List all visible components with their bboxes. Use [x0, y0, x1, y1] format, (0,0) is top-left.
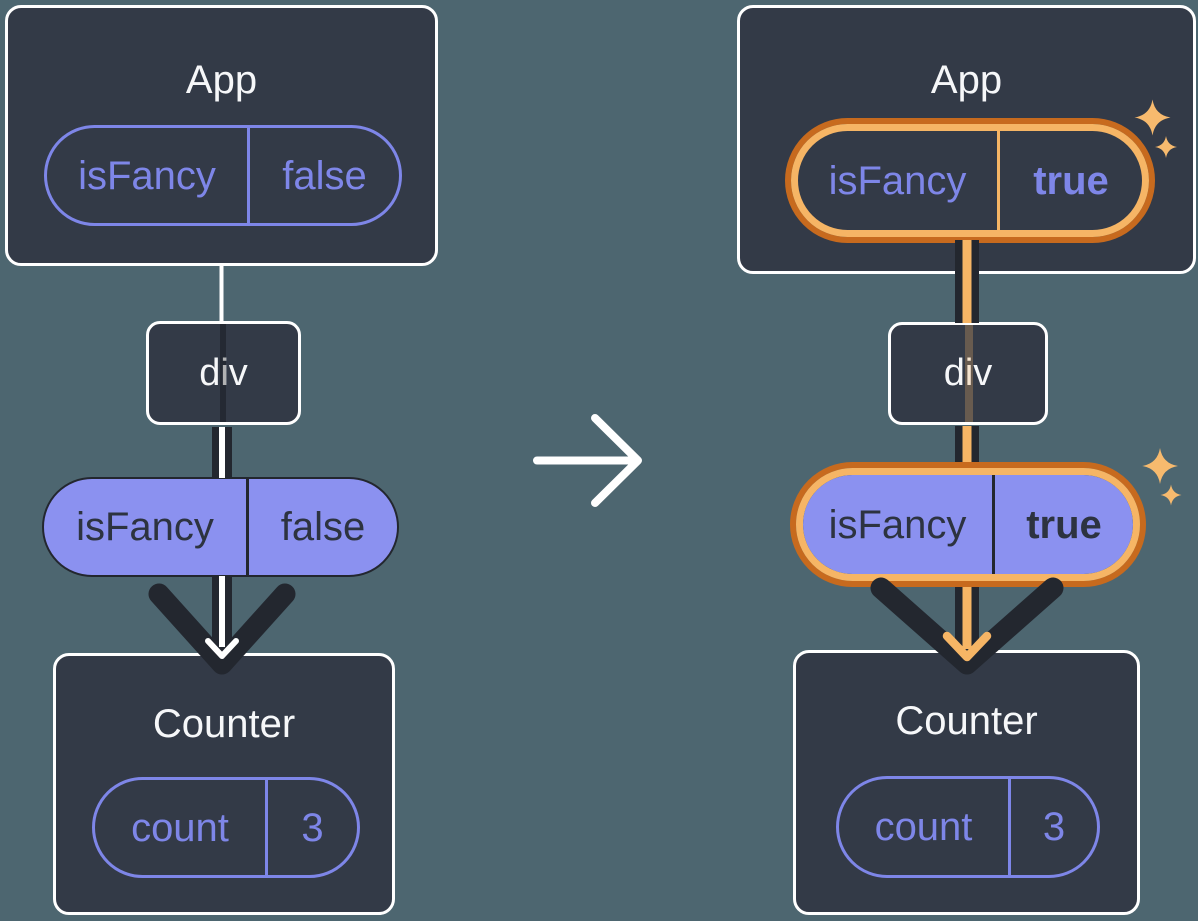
- prop-value-label: true: [1026, 502, 1102, 547]
- right-app-state-pill: isFancy true: [798, 131, 1142, 230]
- right-app-title: App: [930, 58, 1003, 102]
- right-app-state-pill-highlight-ring: isFancy true: [785, 118, 1155, 243]
- left-counter-state-pill: count 3: [92, 777, 360, 878]
- left-app-card: App isFancy false: [5, 5, 438, 266]
- right-prop-pill: isFancy true: [803, 475, 1133, 574]
- right-counter-title: Counter: [895, 699, 1038, 743]
- prop-value-label: false: [280, 505, 366, 549]
- right-app-card: App isFancy true: [737, 5, 1196, 274]
- state-key-label: isFancy: [47, 128, 250, 223]
- highlight-ring-inner: isFancy true: [796, 468, 1140, 581]
- right-counter-card: Counter count 3: [793, 650, 1140, 915]
- left-prop-pill: isFancy false: [42, 477, 399, 577]
- highlight-ring-inner: isFancy true: [791, 124, 1149, 237]
- state-key-label: isFancy: [798, 131, 1000, 230]
- left-div-line-stripe: [220, 324, 226, 422]
- left-div-card: div: [146, 321, 301, 425]
- prop-key-label: isFancy: [44, 479, 249, 575]
- left-app-state-pill: isFancy false: [44, 125, 402, 226]
- left-counter-card: Counter count 3: [53, 653, 395, 915]
- transition-right-arrow-icon: [533, 414, 642, 507]
- right-prop-pill-highlight-ring: isFancy true: [790, 462, 1146, 587]
- state-value-label: true: [1033, 158, 1109, 203]
- state-value-label: 3: [1042, 805, 1066, 849]
- state-key-label: count: [839, 779, 1011, 875]
- state-value-label: 3: [301, 805, 324, 850]
- state-value-label: false: [282, 153, 367, 198]
- state-key-label: count: [95, 780, 268, 875]
- right-counter-state-pill: count 3: [836, 776, 1100, 878]
- left-app-title: App: [185, 58, 258, 102]
- right-div-card: div: [888, 322, 1048, 425]
- prop-key-label: isFancy: [803, 475, 995, 574]
- left-div-label: div: [199, 351, 248, 394]
- right-div-label: div: [943, 352, 993, 394]
- left-counter-title: Counter: [152, 702, 296, 746]
- sparkle-icon: [1142, 448, 1178, 484]
- sparkle-icon: [1160, 484, 1182, 506]
- right-div-line-stripe: [965, 325, 973, 422]
